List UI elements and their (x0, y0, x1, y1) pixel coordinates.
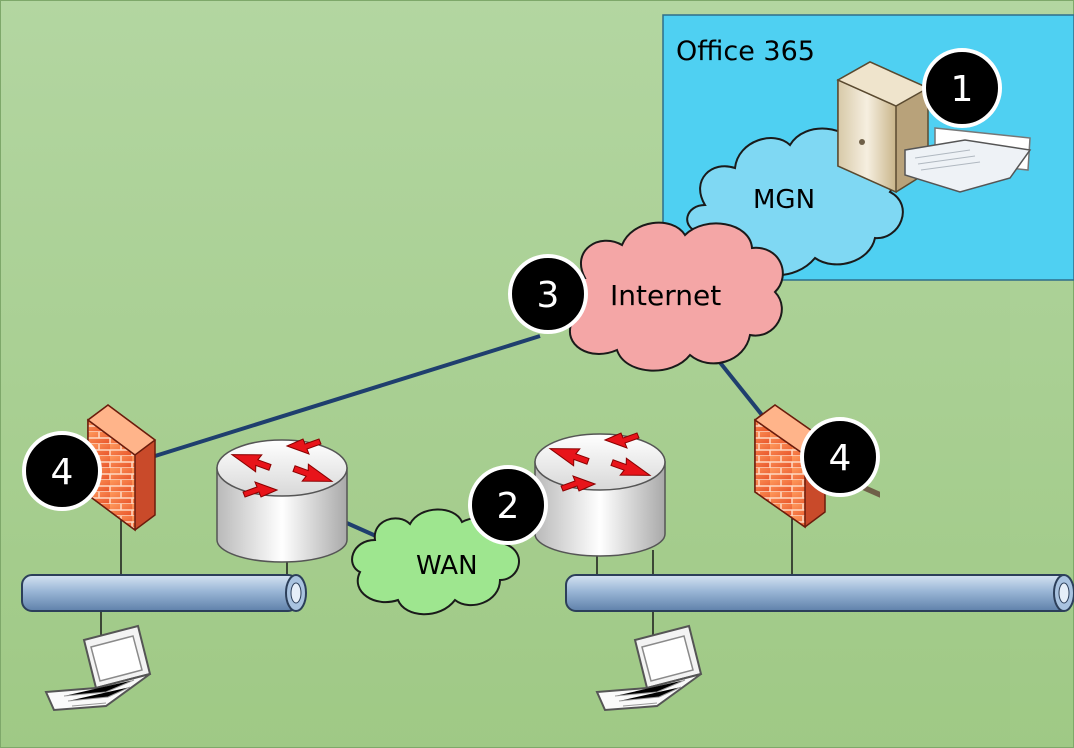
lan-bus-right (565, 574, 1074, 612)
marker-1-label: 1 (951, 69, 974, 110)
marker-3-label: 3 (537, 275, 560, 316)
marker-4-left-label: 4 (51, 452, 74, 493)
internet-cloud (559, 221, 784, 372)
lan-bus-left (21, 574, 307, 612)
router-left-icon (216, 438, 348, 563)
mgn-label: MGN (753, 185, 815, 215)
marker-4-right-label: 4 (829, 438, 852, 479)
wan-label: WAN (416, 551, 478, 581)
marker-2: 2 (468, 465, 548, 545)
firewall-left-icon (86, 404, 157, 532)
marker-4-right: 4 (800, 417, 880, 497)
office365-label: Office 365 (676, 36, 815, 67)
internet-label: Internet (610, 279, 721, 312)
marker-1: 1 (922, 48, 1002, 128)
wan-cloud (351, 508, 520, 616)
marker-3: 3 (508, 254, 588, 334)
mail-server-icon (836, 61, 1032, 498)
marker-2-label: 2 (497, 486, 520, 527)
marker-4-left: 4 (22, 431, 102, 511)
router-right-icon (534, 432, 666, 557)
